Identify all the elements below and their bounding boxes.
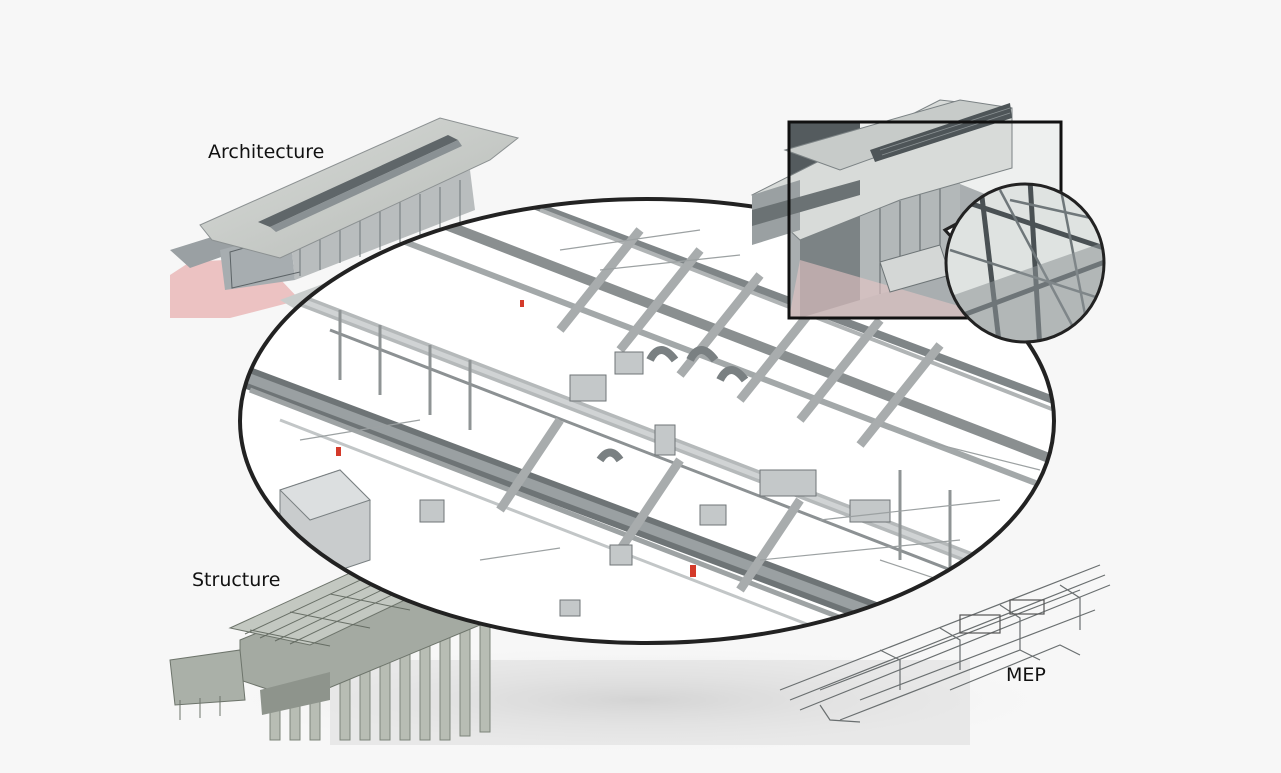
structure-label: Structure bbox=[192, 569, 281, 591]
architecture-label: Architecture bbox=[208, 141, 325, 163]
mep-model bbox=[779, 564, 1111, 723]
structural-zoom-circle bbox=[942, 182, 1106, 344]
architecture-inset bbox=[751, 99, 1063, 320]
mep-label: MEP bbox=[1006, 664, 1046, 686]
